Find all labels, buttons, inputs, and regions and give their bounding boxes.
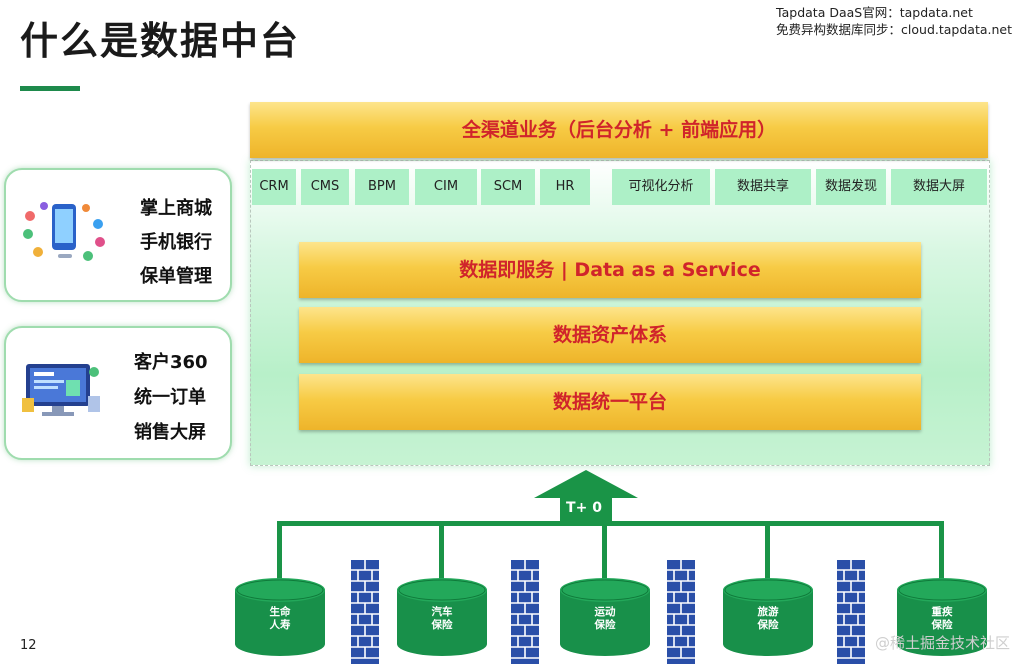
card-item: 保单管理 xyxy=(140,266,212,287)
header-note-line: 免费异构数据库同步：cloud.tapdata.net xyxy=(776,22,1012,37)
up-arrow-icon xyxy=(534,470,638,524)
arrow-label: T+ 0 xyxy=(566,500,602,516)
app-card-crm: 客户360 统一订单 销售大屏 xyxy=(4,326,232,460)
firewall-icon xyxy=(837,560,865,664)
watermark: @稀土掘金技术社区 xyxy=(874,634,1010,652)
chip-data-screen: 数据大屏 xyxy=(891,169,987,205)
firewall-icon xyxy=(667,560,695,664)
layer-data-as-a-service: 数据即服务 | Data as a Service xyxy=(299,242,921,298)
connector-drop xyxy=(765,521,770,583)
chip-visual-analysis: 可视化分析 xyxy=(612,169,710,205)
database-label: 汽车保险 xyxy=(431,606,453,631)
page-title: 什么是数据中台 xyxy=(20,19,301,63)
header-note-line: Tapdata DaaS官网：tapdata.net xyxy=(776,5,973,20)
card-item: 统一订单 xyxy=(134,387,206,408)
connector-drop xyxy=(439,521,444,583)
database-label: 旅游保险 xyxy=(757,606,779,631)
firewall-icon xyxy=(511,560,539,664)
database-sports-insurance: 运动保险 xyxy=(560,578,650,658)
connector-drop xyxy=(602,521,607,583)
layer-data-asset-system: 数据资产体系 xyxy=(299,307,921,363)
database-label: 重疾保险 xyxy=(931,606,953,631)
connector-drop xyxy=(277,521,282,583)
card-item: 掌上商城 xyxy=(140,198,212,219)
chip-hr: HR xyxy=(540,169,590,205)
page-number: 12 xyxy=(20,638,37,653)
database-label: 运动保险 xyxy=(594,606,616,631)
database-travel-insurance: 旅游保险 xyxy=(723,578,813,658)
card-item: 手机银行 xyxy=(140,232,212,253)
chip-data-sharing: 数据共享 xyxy=(715,169,811,205)
chip-scm: SCM xyxy=(481,169,535,205)
card-item: 销售大屏 xyxy=(134,422,206,443)
app-card-commerce: 掌上商城 手机银行 保单管理 xyxy=(4,168,232,302)
omnichannel-business-bar: 全渠道业务（后台分析 + 前端应用） xyxy=(250,102,988,158)
layer-unified-data-platform: 数据统一平台 xyxy=(299,374,921,430)
card-item: 客户360 xyxy=(134,352,208,373)
connector-line xyxy=(278,521,943,526)
mobile-apps-icon xyxy=(23,202,105,261)
firewall-icon xyxy=(351,560,379,664)
title-underline xyxy=(20,86,80,91)
chip-bpm: BPM xyxy=(355,169,409,205)
chip-cim: CIM xyxy=(415,169,477,205)
dashboard-icon xyxy=(22,364,100,416)
chip-cms: CMS xyxy=(301,169,349,205)
chip-data-discovery: 数据发现 xyxy=(816,169,886,205)
chip-crm: CRM xyxy=(252,169,296,205)
connector-drop xyxy=(939,521,944,583)
header-note: Tapdata DaaS官网：tapdata.net 免费异构数据库同步：clo… xyxy=(776,4,1012,38)
database-critical-illness: 重疾保险 xyxy=(897,578,987,658)
database-auto-insurance: 汽车保险 xyxy=(397,578,487,658)
database-life-insurance: 生命人寿 xyxy=(235,578,325,658)
database-label: 生命人寿 xyxy=(269,606,291,631)
